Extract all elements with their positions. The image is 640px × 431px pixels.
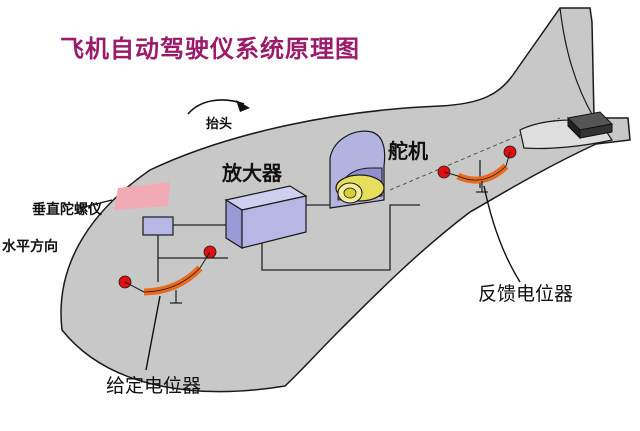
feedback-potentiometer-label: 反馈电位器	[478, 283, 573, 305]
pitch-up-arrowhead	[236, 100, 250, 112]
wiring	[157, 160, 481, 282]
feedback-potentiometer	[437, 145, 517, 193]
amplifier-box	[224, 185, 308, 250]
pitch-up-label: 抬头	[206, 116, 232, 132]
amplifier-label: 放大器	[221, 161, 283, 185]
vertical-gyro-box	[142, 216, 174, 236]
leader-lines	[79, 185, 521, 371]
horizontal-direction-label: 水平方向	[2, 238, 58, 255]
diagram-title: 飞机自动驾驶仪系统原理图	[60, 35, 360, 63]
gyro-patch	[114, 182, 170, 210]
pitch-up-arrow	[187, 99, 245, 115]
setpoint-potentiometer-label: 给定电位器	[106, 375, 201, 397]
elevator-block	[566, 111, 614, 140]
vertical-gyro-label: 垂直陀螺仪	[32, 201, 103, 218]
tail-fin-edge	[559, 7, 595, 119]
tail-hinge-line	[389, 117, 561, 191]
servo-label: 舵机	[388, 139, 428, 163]
servo	[329, 130, 386, 209]
setpoint-potentiometer	[118, 245, 217, 304]
